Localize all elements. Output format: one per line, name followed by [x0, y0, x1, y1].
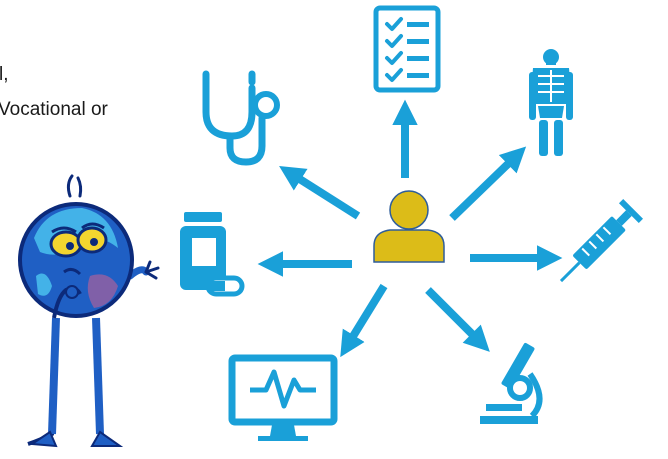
- syringe-icon: [559, 198, 644, 283]
- pill-bottle-icon: [180, 212, 245, 297]
- person-icon: [373, 190, 445, 263]
- globe-mascot-icon: [18, 174, 160, 448]
- arrow-up-right: [449, 146, 527, 221]
- slide-text-line-2: Vocational or: [0, 99, 108, 120]
- hub-arrows: [257, 99, 563, 358]
- slide-text-line-1: l,: [0, 64, 9, 85]
- heart-monitor-icon: [228, 354, 338, 441]
- skeleton-icon: [529, 49, 573, 156]
- stethoscope-icon: [202, 70, 280, 166]
- arrow-down-left: [340, 283, 388, 358]
- microscope-icon: [480, 342, 543, 424]
- arrow-down-right: [425, 287, 490, 352]
- arrow-up-left: [279, 166, 361, 220]
- checklist-icon: [373, 5, 441, 93]
